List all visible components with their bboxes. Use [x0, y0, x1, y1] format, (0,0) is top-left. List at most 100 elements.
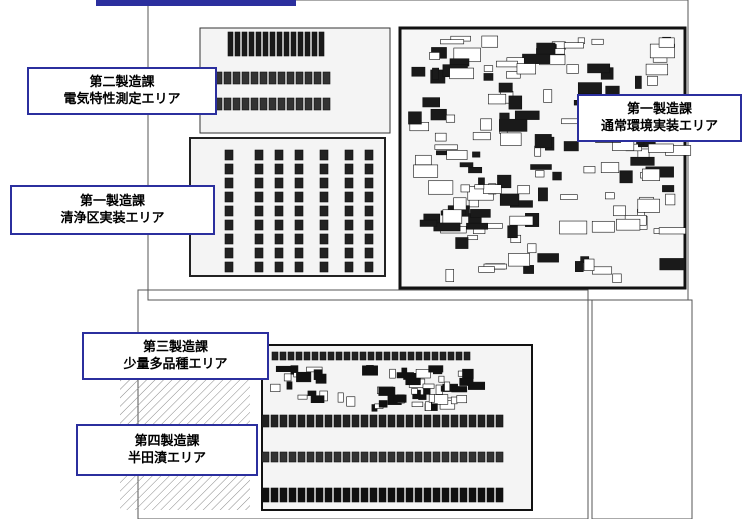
- equipment-block: [313, 71, 322, 85]
- equipment-block: [495, 414, 504, 428]
- equipment-block: [274, 163, 284, 175]
- equipment-block: [605, 192, 615, 200]
- equipment-block: [232, 97, 241, 111]
- equipment-block: [315, 487, 324, 503]
- label-subtitle: 清浄区実装エリア: [60, 211, 165, 226]
- equipment-block: [414, 414, 423, 428]
- equipment-block: [583, 258, 595, 271]
- label-subtitle: 通常環境実装エリア: [600, 119, 718, 134]
- equipment-block: [477, 414, 486, 428]
- equipment-block: [574, 261, 584, 272]
- equipment-block: [481, 35, 499, 48]
- equipment-block: [566, 64, 579, 74]
- equipment-block: [344, 205, 354, 217]
- equipment-block: [434, 144, 458, 150]
- equipment-block: [411, 401, 424, 407]
- equipment-block: [563, 42, 584, 49]
- equipment-block: [310, 395, 325, 404]
- equipment-block: [313, 97, 322, 111]
- equipment-block: [451, 386, 468, 393]
- equipment-block: [296, 371, 312, 383]
- equipment-block: [304, 71, 313, 85]
- equipment-block: [274, 205, 284, 217]
- label-title: 第三製造課: [142, 340, 208, 355]
- equipment-block: [274, 247, 284, 259]
- equipment-block: [527, 243, 537, 254]
- equipment-block: [500, 132, 522, 146]
- equipment-block: [250, 71, 259, 85]
- equipment-block: [344, 149, 354, 161]
- equipment-block: [635, 75, 642, 89]
- equipment-block: [472, 151, 481, 158]
- equipment-block: [274, 191, 284, 203]
- equipment-block: [470, 209, 491, 218]
- equipment-block: [414, 487, 423, 503]
- equipment-block: [387, 414, 396, 428]
- equipment-block: [552, 171, 562, 181]
- equipment-block: [224, 149, 234, 161]
- equipment-block: [422, 383, 435, 389]
- equipment-block: [344, 191, 354, 203]
- equipment-block: [399, 351, 407, 361]
- equipment-block: [275, 365, 293, 372]
- equipment-block: [429, 52, 440, 60]
- equipment-block: [223, 71, 232, 85]
- equipment-block: [642, 168, 660, 181]
- equipment-block: [333, 414, 342, 428]
- equipment-block: [423, 451, 432, 463]
- equipment-block: [536, 42, 556, 55]
- equipment-block: [587, 63, 611, 74]
- equipment-block: [224, 191, 234, 203]
- equipment-block: [295, 351, 303, 361]
- equipment-block: [405, 375, 421, 386]
- equipment-block: [378, 414, 387, 428]
- equipment-block: [288, 451, 297, 463]
- equipment-block: [261, 414, 270, 428]
- equipment-block: [286, 71, 295, 85]
- equipment-block: [455, 237, 469, 249]
- equipment-block: [254, 219, 264, 231]
- equipment-block: [509, 215, 534, 226]
- equipment-block: [538, 187, 548, 202]
- equipment-block: [459, 451, 468, 463]
- equipment-block: [241, 31, 248, 57]
- equipment-block: [287, 351, 295, 361]
- equipment-block: [387, 487, 396, 503]
- equipment-block: [591, 220, 615, 233]
- equipment-block: [324, 451, 333, 463]
- equipment-block: [662, 185, 675, 193]
- equipment-block: [224, 177, 234, 189]
- equipment-block: [441, 414, 450, 428]
- equipment-block: [286, 381, 293, 390]
- equipment-block: [277, 71, 286, 85]
- equipment-block: [254, 177, 264, 189]
- equipment-block: [324, 414, 333, 428]
- equipment-block: [254, 163, 264, 175]
- equipment-block: [304, 97, 313, 111]
- equipment-block: [645, 63, 669, 76]
- equipment-block: [405, 414, 414, 428]
- equipment-block: [315, 414, 324, 428]
- equipment-block: [652, 57, 668, 63]
- equipment-block: [360, 414, 369, 428]
- equipment-block: [658, 37, 675, 48]
- equipment-block: [259, 71, 268, 85]
- equipment-block: [517, 185, 530, 195]
- equipment-block: [224, 205, 234, 217]
- equipment-block: [344, 219, 354, 231]
- equipment-block: [366, 365, 374, 375]
- equipment-block: [294, 149, 304, 161]
- equipment-block: [408, 111, 422, 125]
- equipment-block: [387, 451, 396, 463]
- equipment-block: [591, 38, 604, 45]
- equipment-block: [383, 351, 391, 361]
- equipment-block: [274, 219, 284, 231]
- equipment-block: [288, 487, 297, 503]
- equipment-block: [286, 97, 295, 111]
- equipment-block: [459, 487, 468, 503]
- equipment-block: [351, 414, 360, 428]
- equipment-block: [459, 377, 474, 386]
- equipment-block: [516, 63, 537, 75]
- equipment-block: [477, 451, 486, 463]
- equipment-block: [367, 351, 375, 361]
